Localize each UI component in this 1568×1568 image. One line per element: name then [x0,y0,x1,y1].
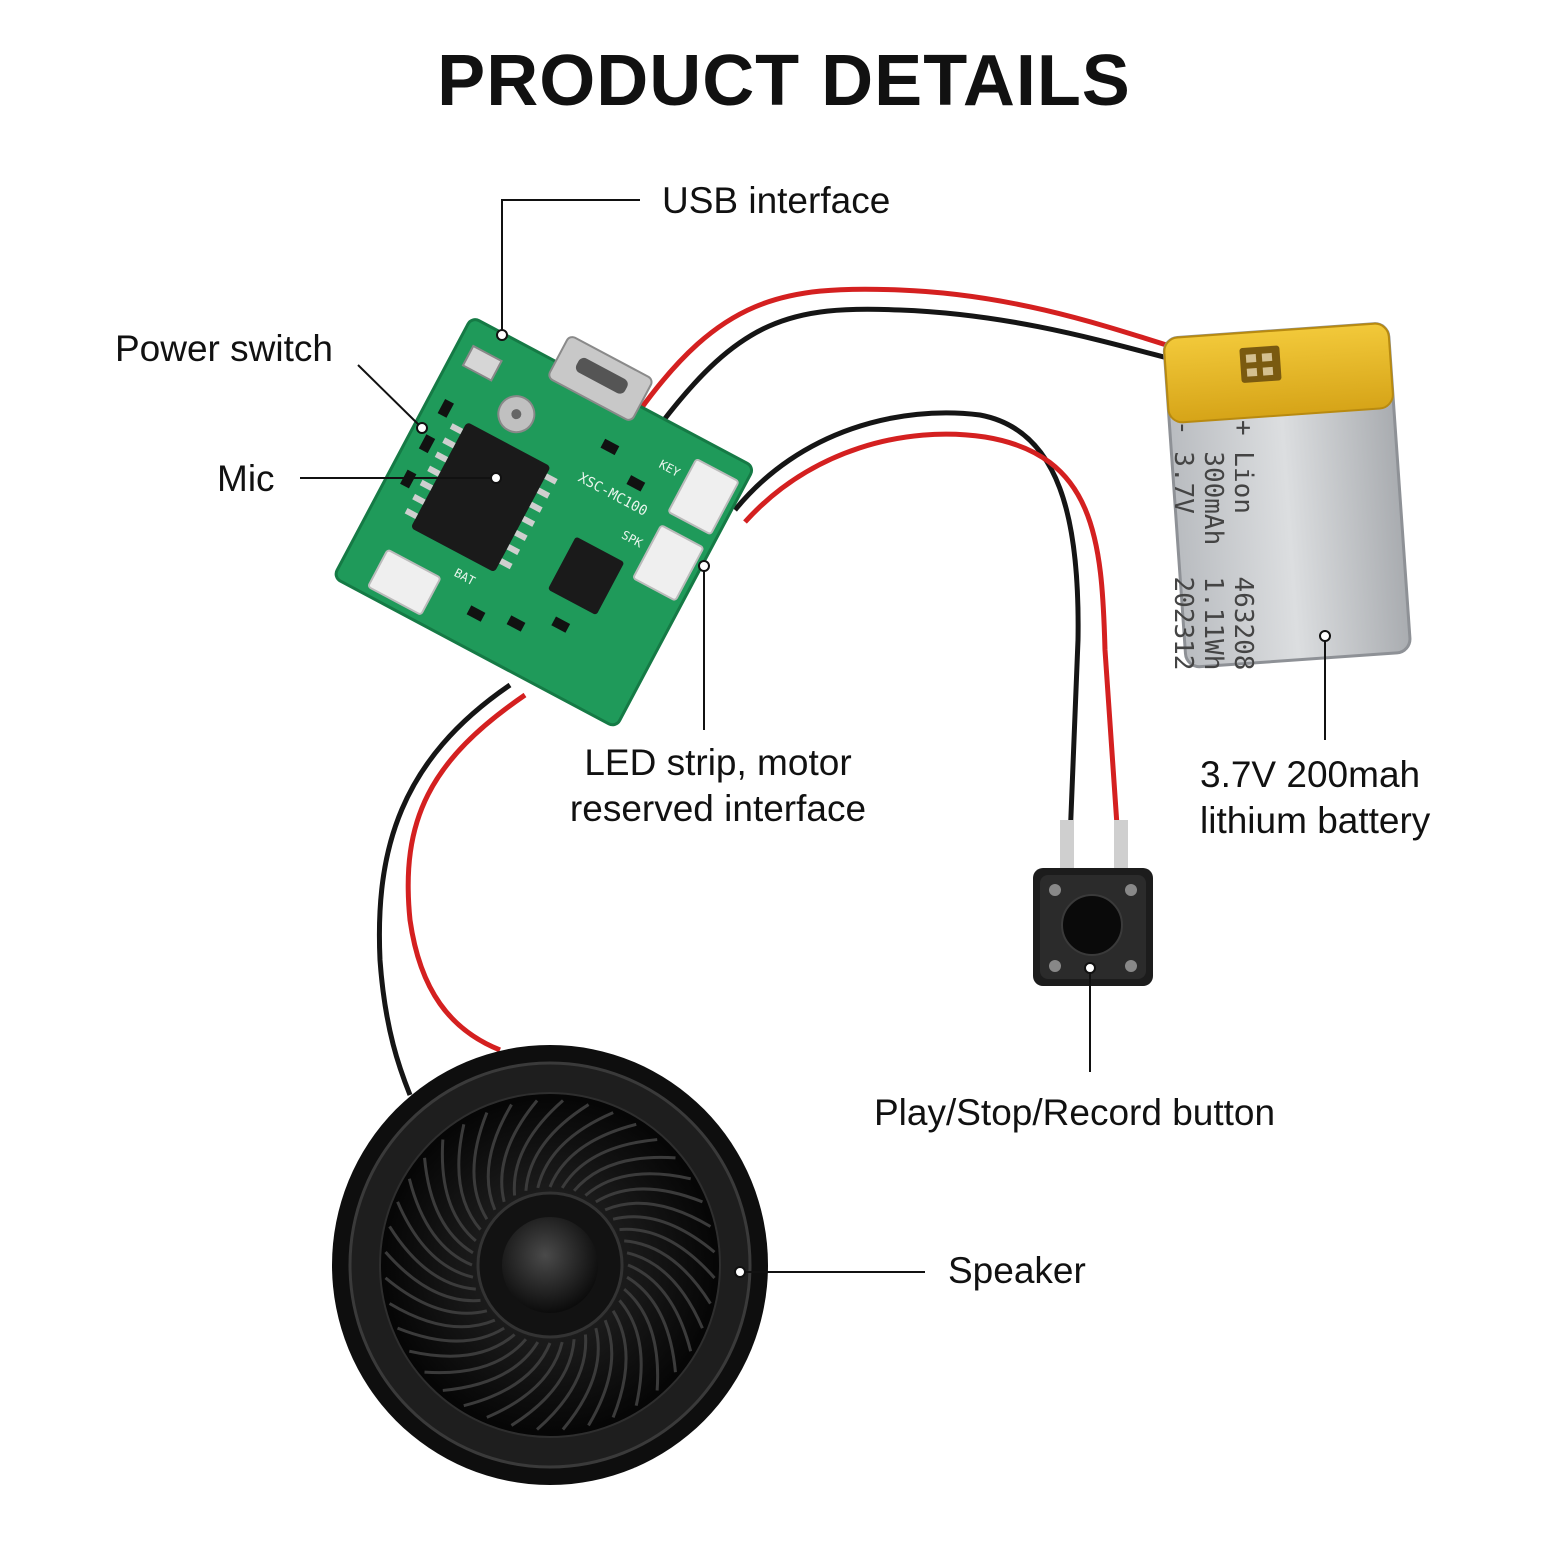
pcb-board: XSC-MC100 SPK KEY BAT [334,318,754,727]
speaker-cone-rib [424,1338,528,1375]
speaker-cone-rib [408,1333,516,1358]
speaker-cone-rib [572,1155,676,1192]
mic-label: Mic [217,458,275,499]
speaker-cone-rib [486,1103,513,1211]
led-callout-dot [698,560,710,572]
speaker-wire-red [405,692,527,1053]
power-switch-label: Power switch [115,328,333,369]
speaker-cone-rib [618,1299,643,1407]
speaker-cone-rib [536,1334,588,1431]
speaker-cone-rib [627,1263,693,1352]
speaker-cone-rib [440,1139,477,1243]
speaker-cone-rib [388,1302,496,1329]
speaker-cone-rib [595,1187,704,1204]
speaker-callout-dot [734,1266,746,1278]
push-button [1033,820,1153,986]
power-switch-callout-line [357,364,419,425]
battery-wire-black [658,306,1216,427]
speaker-cone-rib [561,1327,600,1431]
speaker-cone-rib [384,1251,481,1303]
led-motor-label-line-2: reserved interface [569,788,867,829]
speaker-cone-rib [472,1111,489,1220]
speaker-cone-rib [604,1201,712,1228]
speaker-cone-rib [396,1201,474,1279]
speaker-cone-rib [612,1215,716,1254]
page-title: PRODUCT DETAILS [437,41,1131,121]
battery-print-line-3: - 3.7V 202312 [1168,420,1198,671]
speaker-cone-rib [388,1225,476,1291]
callout-lines [300,199,1326,1273]
speaker-cone-rib [423,1157,474,1255]
speaker-cone-rib [510,1339,576,1427]
battery-callout-dot [1319,630,1331,642]
battery-label: 3.7V 200mah lithium battery [1200,752,1430,844]
speaker-cone-rib [396,1326,505,1343]
speaker-cone-rib [384,1276,488,1315]
speaker-wire-black [376,682,512,1096]
button-label: Play/Stop/Record button [874,1092,1276,1133]
speaker-cone-rib [524,1103,590,1191]
speaker-label: Speaker [948,1250,1086,1291]
speaker-cone-rib [619,1227,716,1279]
usb-callout-line [501,199,640,335]
speaker-cone-rib [457,1123,482,1231]
speaker-cone-rib [624,1239,712,1305]
battery-label-line-1: 3.7V 200mah [1200,754,1421,795]
led-motor-label: LED strip, motor reserved interface [548,740,888,832]
speaker-cone-rib [626,1251,704,1329]
speaker-cone-rib [463,1342,552,1408]
mic-callout-dot [490,472,502,484]
speaker-cone-rib [500,1099,539,1203]
callout-dots [416,329,1331,1278]
usb-callout-dot [496,329,508,341]
speaker [332,1045,768,1485]
speaker-cone-rib [623,1287,660,1391]
speaker-cone-rib [626,1275,677,1373]
speaker-cone-rib [587,1319,614,1427]
speaker-cone-rib [407,1178,473,1267]
usb-interface-label: USB interface [662,180,891,221]
speaker-cone-rib [512,1099,564,1196]
battery-wire-red [637,286,1216,412]
speaker-cone-rib [486,1341,564,1419]
battery-label-line-2: lithium battery [1200,800,1431,841]
speaker-cone-rib [611,1310,628,1419]
speaker-cone-rib [442,1341,540,1392]
power-switch-callout-dot [416,422,428,434]
lithium-battery [1162,322,1412,669]
button-callout-dot [1084,962,1096,974]
button-wire-black [733,410,1081,841]
led-motor-label-line-1: LED strip, motor [584,742,852,783]
speaker-cone-rib [548,1122,637,1188]
battery-print: + Lion 463208 300mAh 1.11Wh- 3.7V 202312 [1168,420,1258,670]
button-wire-red [743,431,1121,841]
speaker-cone-rib [560,1138,658,1189]
battery-print-line-1: + Lion 463208 [1228,420,1258,671]
speaker-cone-rib [536,1111,614,1189]
battery-print-line-2: 300mAh 1.11Wh [1198,420,1228,671]
speaker-cone-rib [584,1172,692,1197]
